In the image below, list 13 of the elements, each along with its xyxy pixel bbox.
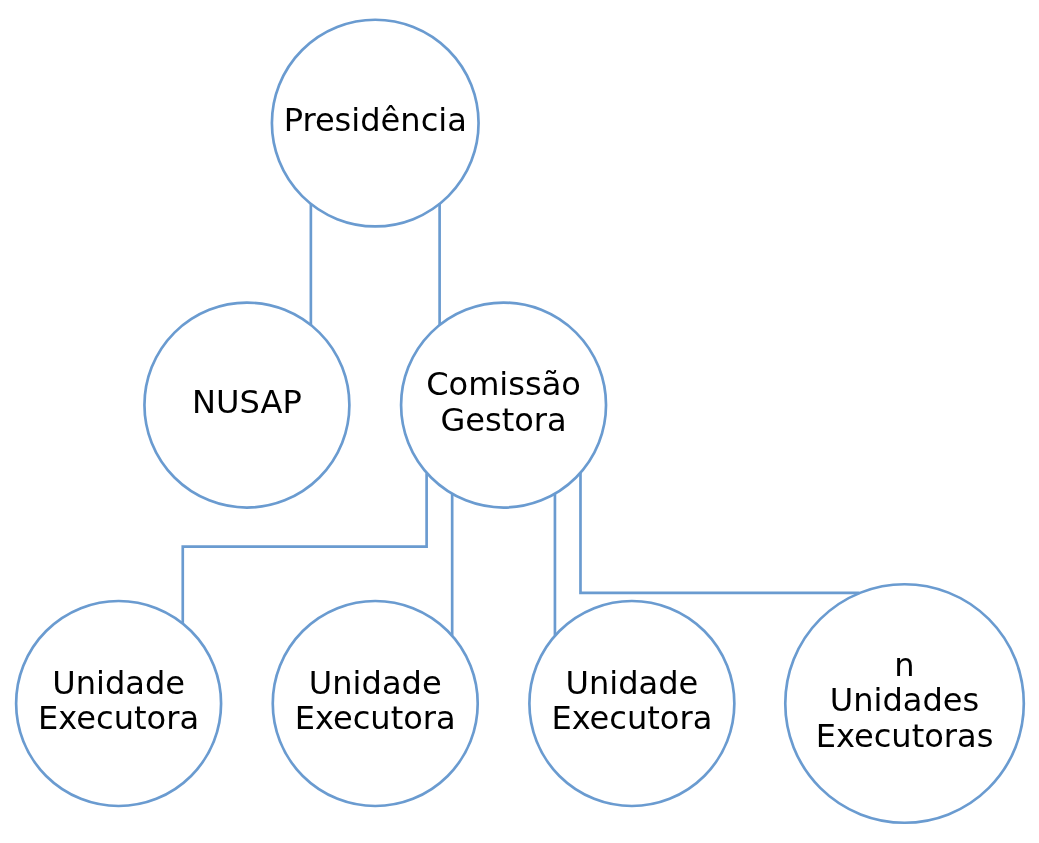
node-circle: NUSAP bbox=[142, 301, 351, 509]
connector bbox=[450, 493, 453, 636]
node-circle: Unidade Executora bbox=[527, 599, 736, 808]
connector bbox=[437, 203, 441, 325]
node-circle: n Unidades Executoras bbox=[783, 582, 1025, 825]
node-circle: Presidência bbox=[270, 18, 480, 228]
node-circle: Unidade Executora bbox=[270, 599, 479, 808]
node-circle: Unidade Executora bbox=[14, 599, 222, 808]
connector bbox=[553, 493, 556, 636]
connector bbox=[180, 473, 428, 624]
node-circle: Comissão Gestora bbox=[399, 301, 607, 509]
connector bbox=[578, 472, 859, 595]
connector bbox=[309, 203, 312, 325]
